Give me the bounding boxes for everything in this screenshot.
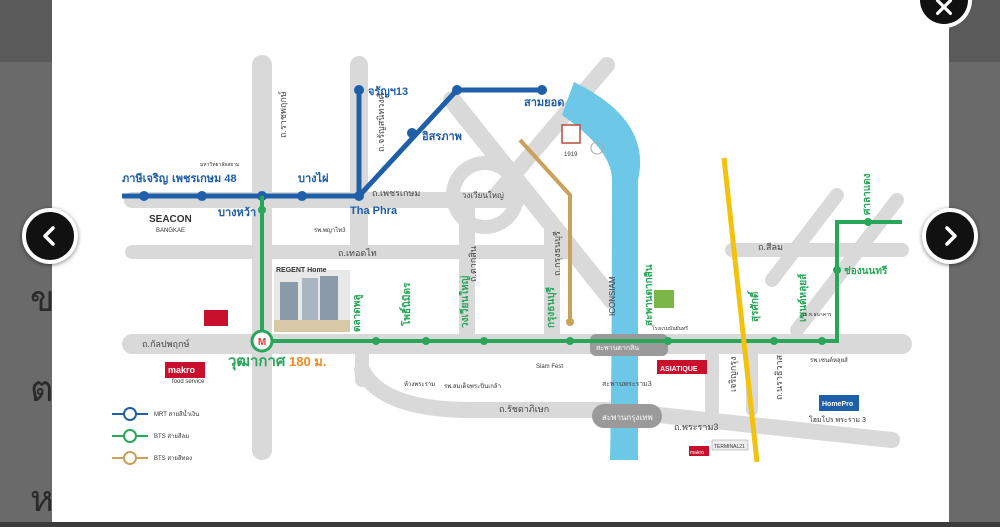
road-label-taksin: ถ.ตากสิน [468, 246, 478, 282]
background-text: ห [30, 479, 54, 520]
next-image-button[interactable] [922, 208, 978, 264]
poi-seacon: SEACON [149, 214, 192, 225]
metro-town-logo [204, 310, 228, 326]
poi-regent-home: REGENT Home [276, 267, 327, 274]
poi-makro: makro [168, 365, 196, 375]
poi-hospital-bangphai: รพ.พญาไท3 [314, 226, 346, 234]
robinson-logo [654, 290, 674, 308]
road-label-silom: ถ.สีลม [758, 242, 783, 252]
road-label-narathiwat: ถ.นราธิวาส [774, 354, 784, 400]
walk-distance-label: 180 ม. [289, 354, 326, 369]
station-bhasi-charoen: ภาษีเจริญ [122, 172, 168, 185]
poi-homepro: HomePro [822, 401, 853, 408]
road-label-ratchaphruek: ถ.ราชพฤกษ์ [277, 91, 288, 138]
station-krung-thonburi: กรุงธนบุรี [545, 286, 557, 328]
chevron-right-icon [945, 226, 957, 246]
station-saphan-taksin: สะพานตากสิน [643, 264, 655, 326]
poi-sunrise: โรงแรมบันยันทรี [652, 325, 688, 332]
station-sanam-yot: สามยอด [524, 97, 564, 109]
wongwian-yai-circle [446, 156, 524, 234]
svg-text:M: M [258, 337, 266, 348]
poi-seacon-sub: BANGKAE [156, 228, 185, 234]
background-text: ข [30, 279, 55, 320]
bts-green-stations [258, 206, 872, 345]
poi-homepro-label: โฮมโปร พระราม 3 [809, 415, 866, 424]
saphan-krungthep-bridge [592, 404, 662, 428]
road-label-kanlapaphruek: ถ.กัลปพฤกษ์ [142, 338, 190, 349]
poi-asiatique: ASIATIQUE [660, 366, 698, 373]
prev-image-button[interactable] [22, 208, 78, 264]
poi-srinakarin: รพ.สมเด็จพระปิ่นเกล้า [444, 381, 501, 390]
mrt-blue-stations [139, 85, 547, 201]
bts-green-line [260, 196, 902, 343]
bridge-label-krungthep: สะพานกรุงเทพ [602, 413, 653, 422]
river-label: แม่น้ำเจ้าพระยา [674, 184, 686, 246]
poi-metro-town: METRO TOWN [205, 326, 240, 332]
legend-bts-silom: BTS สายสีลม [154, 432, 189, 440]
icon-1919-logo [561, 124, 581, 144]
lightbox-modal: M ภาษีเจริญ เพชรเกษม 48 บางไผ่ จรัญฯ13 อ… [52, 0, 949, 522]
chao-phraya-river [562, 82, 641, 460]
road-ratchadaphisek [354, 362, 620, 418]
poi-makro-rama3: makro [690, 450, 704, 456]
road-label-charoen-krung: เจริญกรุง [728, 356, 739, 392]
road-silom-diag [765, 188, 844, 287]
map-pin-icon [590, 141, 604, 155]
road-label-wongwian-yai: วงเวียนใหญ่ [462, 191, 504, 200]
station-surasak: สุรศักดิ์ [747, 290, 761, 322]
makro-rama3-logo [689, 446, 709, 456]
station-chong-nonsi: ช่องนนทรี [844, 265, 888, 277]
station-saint-louis: เซนต์หลุยส์ [797, 273, 809, 322]
legend: MRT สายสีน้ำเงิน BTS สายสีลม BTS สายสีทอ… [112, 407, 199, 465]
road-label-krung-thonburi: ถ.กรุงธนบุรี [552, 231, 563, 276]
background-text: ต [30, 369, 54, 410]
road-label-rama3: ถ.พระราม3 [674, 422, 718, 432]
bridge-label-taksin: สะพานตากสิน [596, 344, 639, 352]
station-itsaraphap: อิสรภาพ [422, 130, 462, 143]
wutthakat-station-marker [250, 329, 274, 353]
bridge-label-rama3: สะพานพระราม3 [602, 381, 652, 388]
poi-icon-1919: 1919 [564, 152, 578, 158]
poi-centre-saeng: Siam Fest [536, 364, 563, 370]
station-bang-wa: บางหว้า [218, 206, 256, 219]
close-icon [935, 0, 953, 16]
road-diag-a [443, 91, 621, 309]
station-talat-phlu: ตลาดพลู [352, 295, 364, 332]
location-map: M ภาษีเจริญ เพชรเกษม 48 บางไผ่ จรัญฯ13 อ… [112, 55, 912, 465]
terminal21-logo [711, 439, 749, 451]
homepro-logo [819, 395, 859, 411]
poi-terminal21: TERMINAL21 [714, 444, 745, 450]
station-pho-nimit: โพธิ์นิมิตร [399, 282, 413, 327]
road-label-ratchadaphisek: ถ.รัชดาภิเษก [499, 404, 549, 414]
station-phetkasem48: เพชรเกษม 48 [172, 173, 237, 185]
roads [122, 55, 912, 460]
poi-iconsiam: ICONSIAM [608, 276, 617, 316]
poi-school: มหาวิทยาลัยสยาม [200, 161, 239, 168]
chevron-left-icon [43, 226, 55, 246]
station-sala-daeng: ศาลาแดง [862, 173, 873, 215]
makro-logo [165, 362, 205, 378]
station-wutthakat: วุฒากาศ [228, 353, 286, 371]
bts-gold-line [518, 138, 572, 322]
station-wongwian-yai: วงเวียนใหญ่ [458, 275, 471, 328]
regent-home-building [274, 270, 350, 332]
poi-makro-sub: food service [172, 379, 205, 385]
station-bang-phai: บางไผ่ [298, 171, 329, 185]
road-label-phetkasem: ถ.เพชรเกษม [372, 188, 420, 198]
station-tha-phra: Tha Phra [350, 205, 398, 217]
poi-robinson: รร.ท.ธนาคาร [802, 312, 832, 318]
yellow-line [721, 157, 760, 463]
asiatique-logo [657, 360, 707, 374]
road-label-thoet-thai: ถ.เทอดไท [338, 248, 377, 258]
poi-rama3-hospital: รพ.เซนต์หลุยส์ [810, 356, 848, 364]
road-label-charan: ถ.จรัญสนิทวงศ์ [375, 93, 386, 152]
legend-mrt: MRT สายสีน้ำเงิน [154, 408, 199, 418]
station-charan13: จรัญฯ13 [368, 85, 408, 98]
poi-lotus: ห้างพระราม [404, 381, 435, 388]
legend-bts-gold: BTS สายสีทอง [154, 454, 192, 462]
